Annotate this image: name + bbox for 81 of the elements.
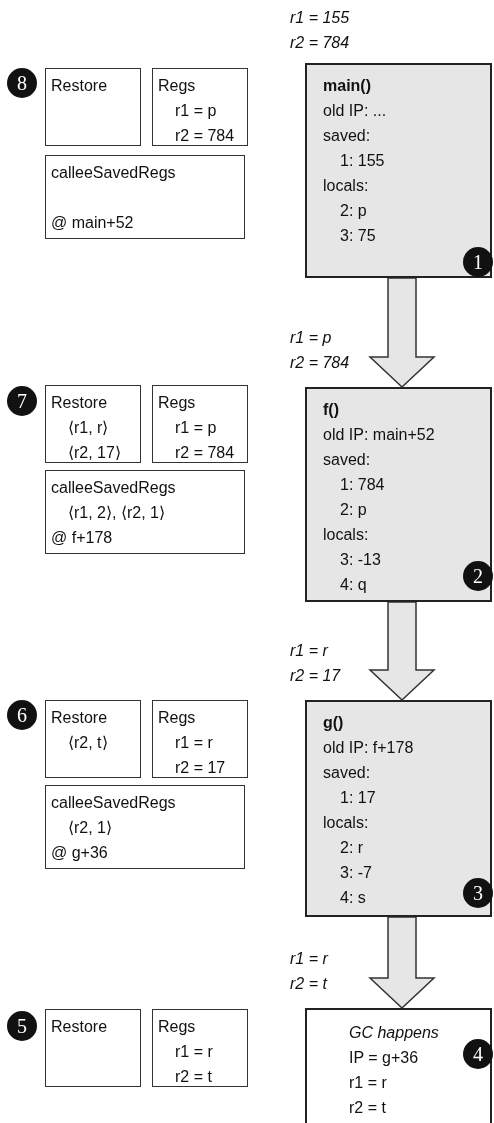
value-line: ⟨r2, 1⟩ [68, 818, 112, 838]
function-name: main() [323, 76, 371, 96]
value-line: ⟨r2, t⟩ [68, 733, 108, 753]
value-line: @ g+36 [51, 843, 108, 863]
box-heading: Regs [158, 393, 196, 413]
box-heading: Restore [51, 76, 108, 96]
box-heading: Regs [158, 76, 196, 96]
value-line: r2 = 17 [175, 758, 226, 778]
register-box [45, 470, 245, 554]
value-line: r1 = p [175, 101, 217, 121]
value-line: ⟨r2, 17⟩ [68, 443, 121, 463]
register-box [152, 700, 248, 778]
block-arrow [368, 277, 436, 389]
value-line: locals: [323, 525, 369, 545]
step-number: 5 [7, 1011, 37, 1041]
step-number: 8 [7, 68, 37, 98]
block-arrow [368, 916, 436, 1010]
value-line: saved: [323, 450, 371, 470]
box-heading: calleeSavedRegs [51, 793, 176, 813]
stack-frame-box [305, 700, 492, 917]
value-line: 1: 155 [340, 151, 385, 171]
step-number: 7 [7, 386, 37, 416]
value-line: old IP: f+178 [323, 738, 414, 758]
register-note: r1 = 155 [290, 8, 350, 28]
value-line: IP = g+36 [349, 1048, 419, 1068]
value-line: @ main+52 [51, 213, 134, 233]
value-line: old IP: main+52 [323, 425, 435, 445]
value-line: old IP: ... [323, 101, 387, 121]
box-heading: calleeSavedRegs [51, 163, 176, 183]
value-line: ⟨r1, 2⟩, ⟨r2, 1⟩ [68, 503, 165, 523]
step-number: 6 [7, 700, 37, 730]
value-line: r2 = 784 [175, 126, 235, 146]
value-line: r1 = p [175, 418, 217, 438]
box-heading: GC happens [349, 1023, 439, 1043]
register-box [45, 785, 245, 869]
register-box [152, 385, 248, 463]
value-line: 4: q [340, 575, 367, 595]
register-box [45, 385, 141, 463]
value-line: saved: [323, 126, 371, 146]
value-line: ⟨r1, r⟩ [68, 418, 109, 438]
box-heading: Restore [51, 708, 108, 728]
box-heading: Regs [158, 708, 196, 728]
function-name: g() [323, 713, 344, 733]
value-line: 4: s [340, 888, 366, 908]
register-box [152, 68, 248, 146]
box-heading: Restore [51, 1017, 108, 1037]
block-arrow [368, 601, 436, 702]
value-line: r2 = t [175, 1067, 212, 1087]
value-line: r2 = 784 [175, 443, 235, 463]
edge-label: r1 = r r2 = 17 [290, 641, 341, 686]
value-line: r1 = r [175, 733, 213, 753]
stack-frame-box [305, 387, 492, 602]
value-line: locals: [323, 176, 369, 196]
register-box [45, 68, 141, 146]
value-line: @ f+178 [51, 528, 113, 548]
value-line: 3: 75 [340, 226, 376, 246]
value-line: 2: p [340, 500, 367, 520]
value-line: 3: -7 [340, 863, 372, 883]
value-line: 3: -13 [340, 550, 381, 570]
value-line: saved: [323, 763, 371, 783]
box-heading: Regs [158, 1017, 196, 1037]
register-box [152, 1009, 248, 1087]
value-line: r2 = t [349, 1098, 386, 1118]
value-line: r1 = r [349, 1073, 387, 1093]
value-line: 1: 784 [340, 475, 385, 495]
value-line: 2: r [340, 838, 364, 858]
box-heading: Restore [51, 393, 108, 413]
edge-label: r1 = r r2 = t [290, 949, 328, 994]
gc-event-box [305, 1008, 492, 1123]
register-note: r2 = 784 [290, 33, 350, 53]
box-heading: calleeSavedRegs [51, 478, 176, 498]
value-line: 1: 17 [340, 788, 376, 808]
register-box [45, 155, 245, 239]
function-name: f() [323, 400, 339, 420]
stack-frame-box [305, 63, 492, 278]
edge-label: r1 = p r2 = 784 [290, 328, 350, 373]
value-line: locals: [323, 813, 369, 833]
value-line: 2: p [340, 201, 367, 221]
value-line: r1 = r [175, 1042, 213, 1062]
register-box [45, 1009, 141, 1087]
register-box [45, 700, 141, 778]
